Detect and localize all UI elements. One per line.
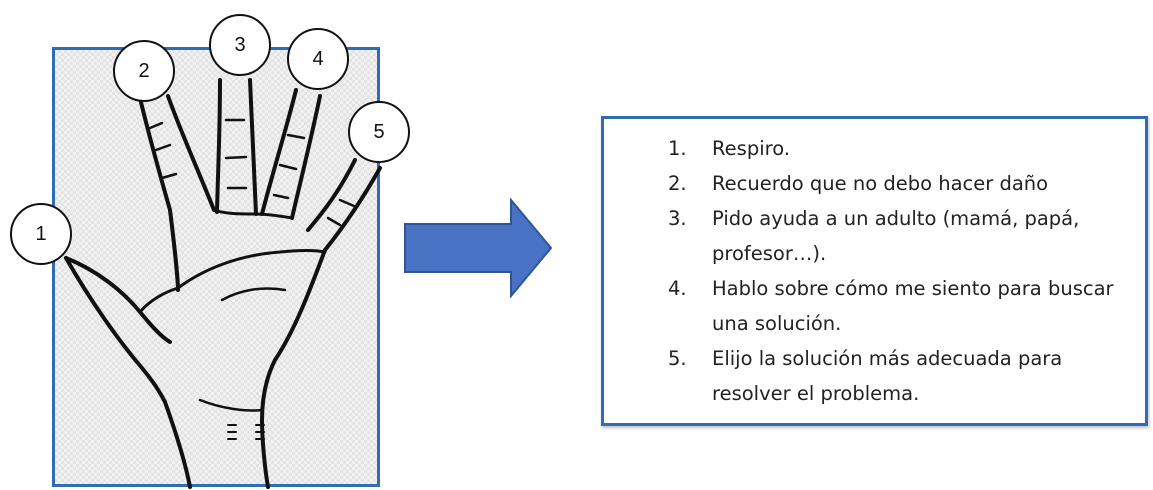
step-item-1: 1. Respiro. — [604, 131, 1137, 166]
finger-label-1: 1 — [10, 203, 72, 265]
finger-label-5: 5 — [348, 101, 410, 163]
step-item-2: 2. Recuerdo que no debo hacer daño — [604, 166, 1137, 201]
step-text: Recuerdo que no debo hacer daño — [712, 172, 1049, 195]
step-item-4: 4. Hablo sobre cómo me siento para buscar… — [604, 271, 1137, 341]
step-item-3: 3. Pido ayuda a un adulto (mamá, papá, pr… — [604, 201, 1137, 271]
step-text: Pido ayuda a un adulto (mamá, papá, prof… — [712, 207, 1080, 265]
right-arrow-icon — [404, 198, 553, 298]
step-text: Elijo la solución más adecuada para reso… — [712, 347, 1063, 405]
finger-label-2: 2 — [113, 40, 175, 102]
steps-list: 1. Respiro. 2. Recuerdo que no debo hacer … — [604, 131, 1137, 411]
step-number: 1. — [668, 137, 687, 160]
step-number: 3. — [668, 207, 687, 230]
steps-panel: 1. Respiro. 2. Recuerdo que no debo hacer … — [601, 116, 1148, 426]
finger-label-3: 3 — [209, 14, 271, 76]
step-text: Hablo sobre cómo me siento para buscar u… — [712, 277, 1114, 335]
step-number: 4. — [668, 277, 687, 300]
step-text: Respiro. — [712, 137, 790, 160]
step-number: 5. — [668, 347, 687, 370]
step-item-5: 5. Elijo la solución más adecuada para re… — [604, 341, 1137, 411]
step-number: 2. — [668, 172, 687, 195]
finger-label-4: 4 — [287, 28, 349, 90]
